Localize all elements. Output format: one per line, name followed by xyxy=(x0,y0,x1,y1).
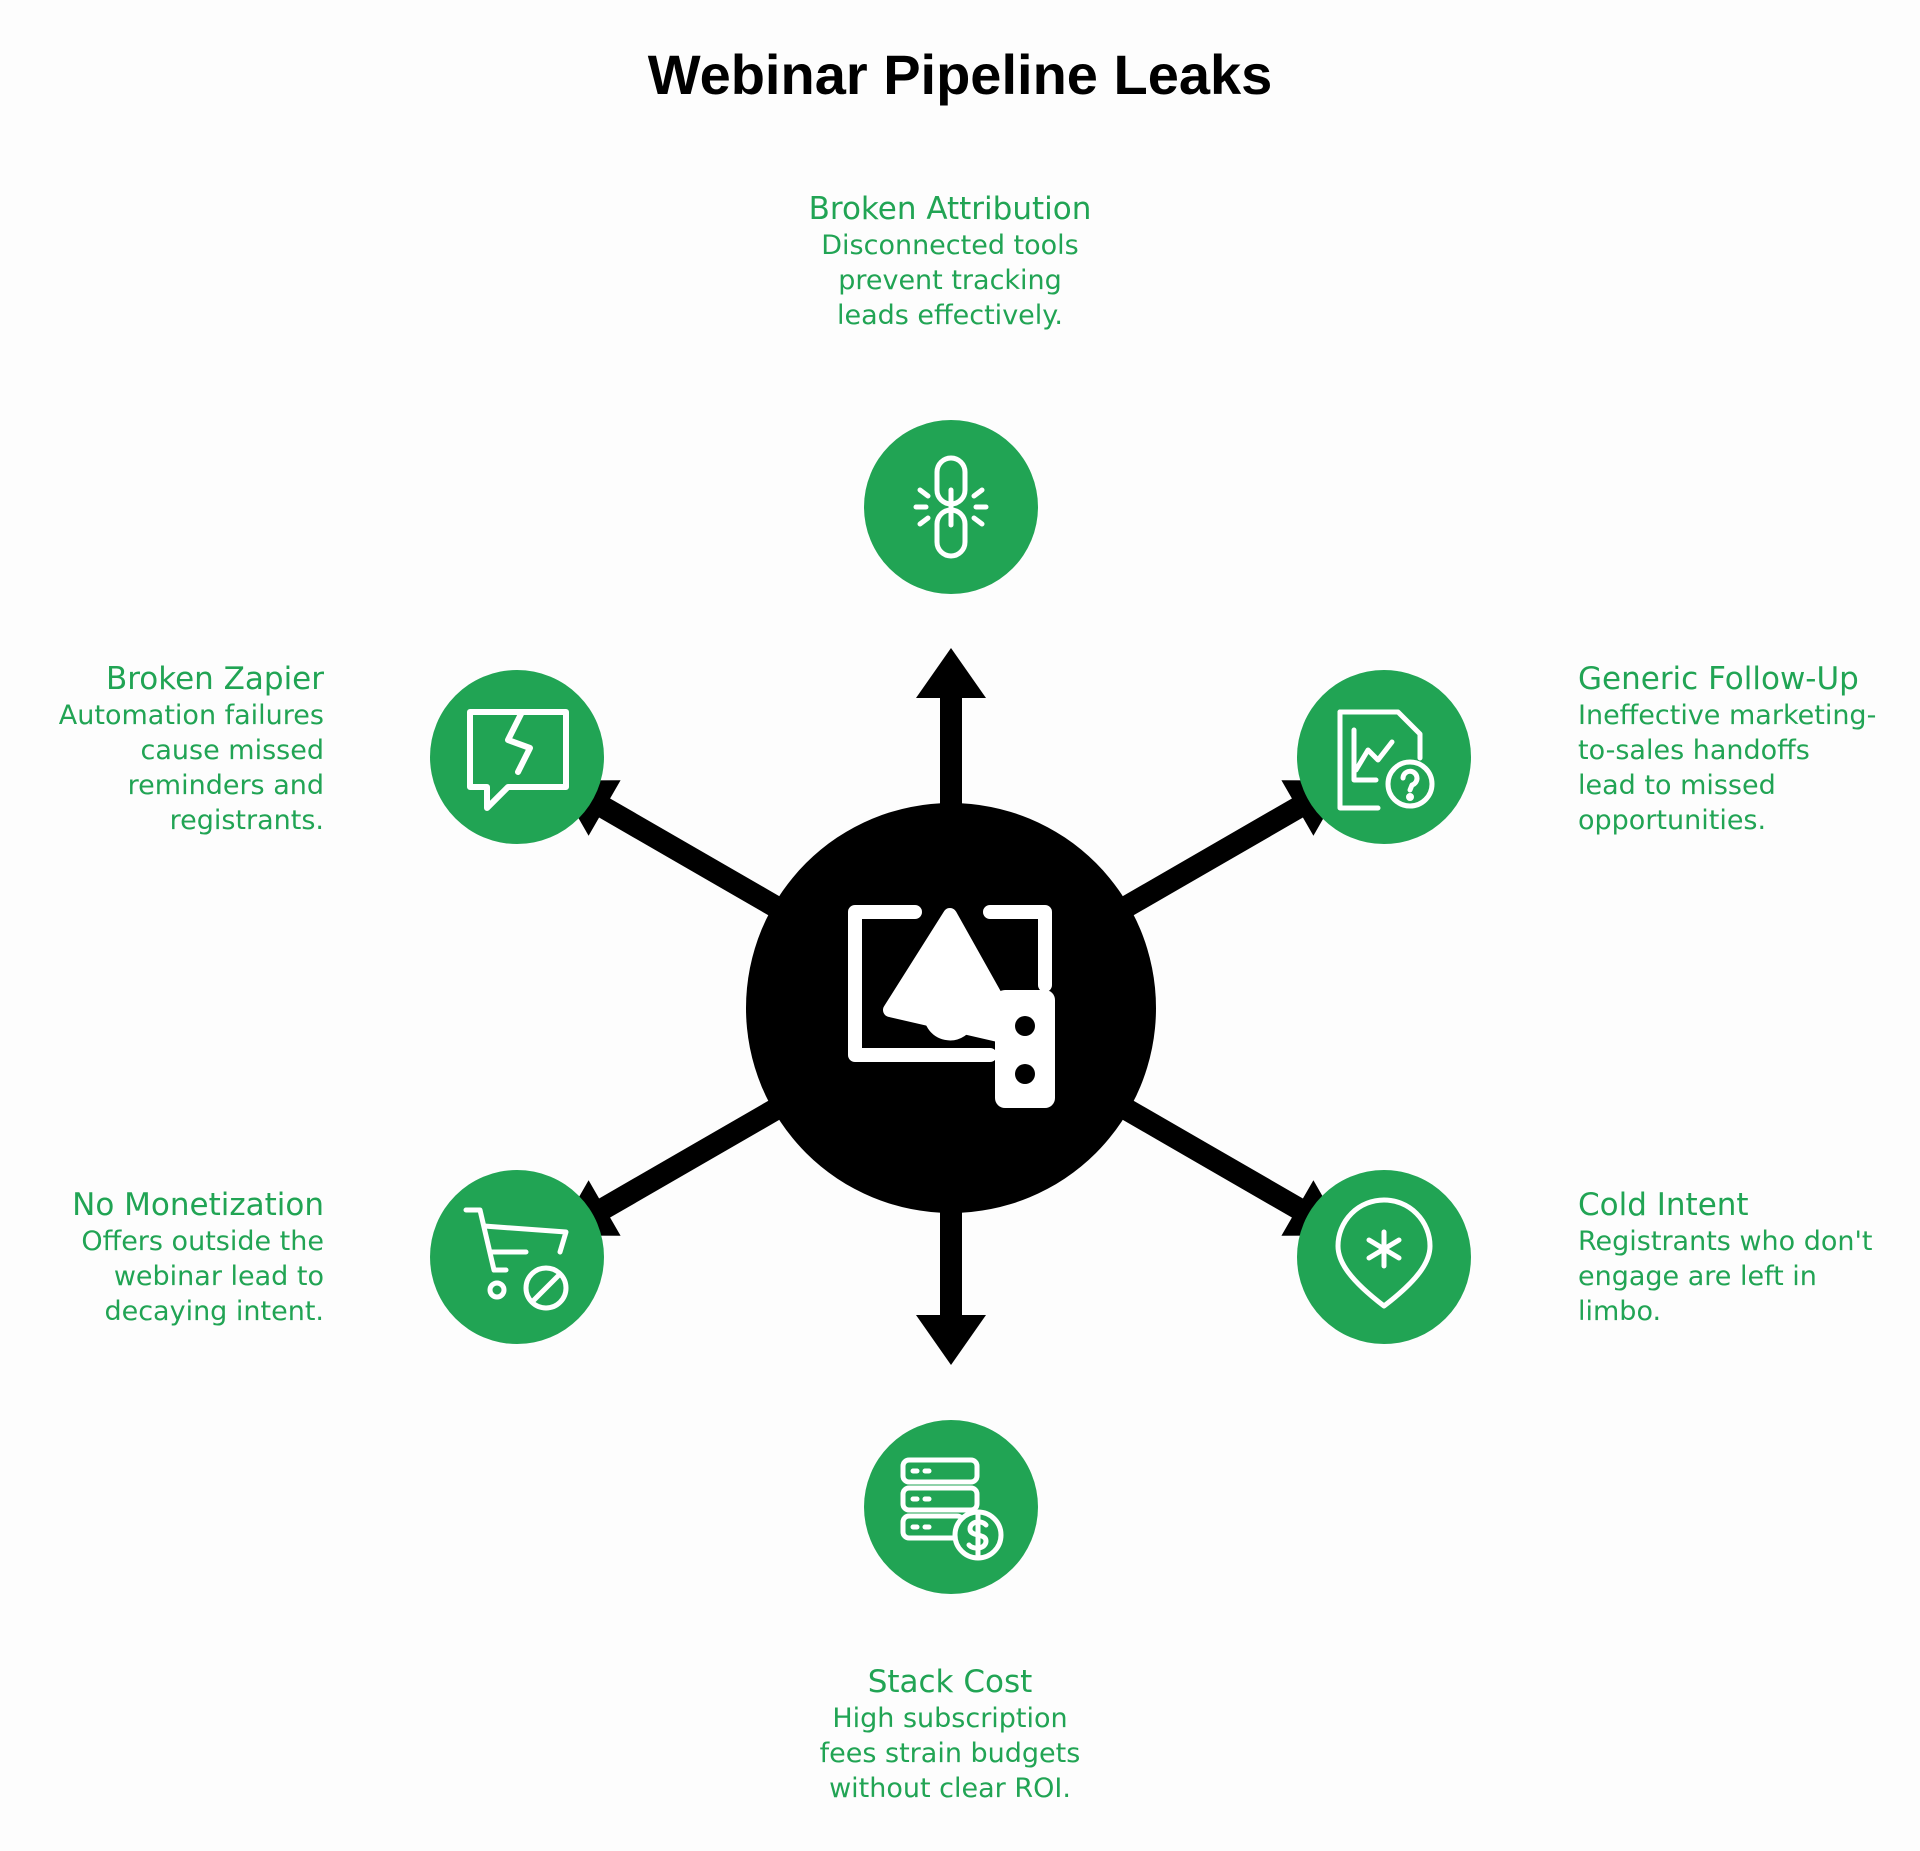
leak-description-line: fees strain budgets xyxy=(819,1738,1081,1769)
report-question-icon xyxy=(1337,709,1435,811)
leak-description-line: Offers outside the xyxy=(81,1226,324,1257)
leak-description-line: leads effectively. xyxy=(836,300,1063,331)
leak-title: Generic Follow-Up xyxy=(1578,661,1859,697)
node-generic-followup xyxy=(1297,670,1471,844)
leak-description-line: decaying intent. xyxy=(104,1296,324,1327)
leak-description-line: Ineffective marketing- xyxy=(1578,700,1877,731)
snowflake-pin-icon xyxy=(1335,1197,1433,1309)
leak-description-line: to-sales handoffs xyxy=(1578,735,1810,766)
leak-description-line: limbo. xyxy=(1578,1296,1662,1327)
leak-description-line: registrants. xyxy=(169,805,324,836)
node-no-monetization xyxy=(430,1170,604,1344)
cart-blocked-icon xyxy=(463,1207,569,1311)
leak-label-broken-zapier: Broken Zapier Automation failures cause … xyxy=(30,660,324,838)
leak-description-line: Automation failures xyxy=(58,700,324,731)
leak-description-line: reminders and xyxy=(127,770,324,801)
leak-description-line: Disconnected tools xyxy=(821,230,1079,261)
leak-description-line: cause missed xyxy=(140,735,324,766)
node-stack-cost xyxy=(864,1420,1038,1594)
leak-description-line: webinar lead to xyxy=(113,1261,324,1292)
node-broken-attribution xyxy=(864,420,1038,594)
webinar-megaphone-icon xyxy=(848,905,1055,1108)
leak-description-line: lead to missed xyxy=(1578,770,1776,801)
leak-label-stack-cost: Stack Cost High subscription fees strain… xyxy=(770,1663,1130,1806)
leak-description-line: prevent tracking xyxy=(838,265,1062,296)
leak-title: Cold Intent xyxy=(1578,1187,1749,1223)
leak-label-generic-followup: Generic Follow-Up Ineffective marketing-… xyxy=(1578,660,1918,838)
leak-title: No Monetization xyxy=(72,1187,324,1223)
leak-title: Stack Cost xyxy=(867,1664,1033,1700)
leak-description-line: Registrants who don't xyxy=(1578,1226,1873,1257)
leak-label-no-monetization: No Monetization Offers outside the webin… xyxy=(30,1186,324,1329)
diagram-title: Webinar Pipeline Leaks xyxy=(647,43,1273,106)
leak-description-line: High subscription xyxy=(832,1703,1068,1734)
leak-label-broken-attribution: Broken Attribution Disconnected tools pr… xyxy=(760,190,1140,333)
server-dollar-icon xyxy=(900,1457,1004,1561)
leak-description-line: opportunities. xyxy=(1578,805,1767,836)
node-cold-intent xyxy=(1297,1170,1471,1344)
center-hub xyxy=(746,803,1156,1213)
leak-title: Broken Zapier xyxy=(105,661,324,697)
leak-description-line: without clear ROI. xyxy=(829,1773,1071,1804)
node-broken-zapier xyxy=(430,670,604,844)
broken-link-icon xyxy=(913,455,989,559)
broken-chat-icon xyxy=(467,709,569,811)
leak-title: Broken Attribution xyxy=(808,191,1092,227)
leak-description-line: engage are left in xyxy=(1578,1261,1817,1292)
leak-label-cold-intent: Cold Intent Registrants who don't engage… xyxy=(1578,1186,1908,1329)
